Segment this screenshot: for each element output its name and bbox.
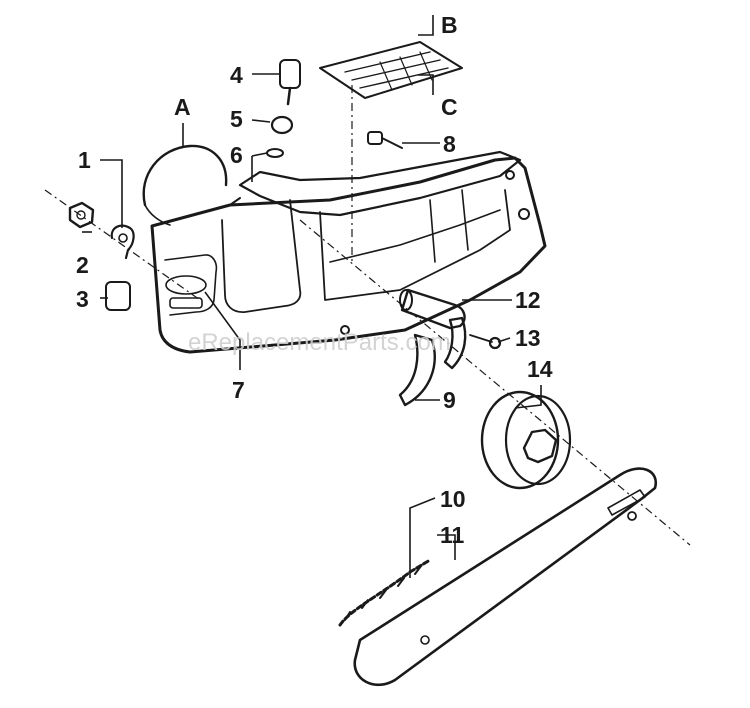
part-11-guide-bar <box>353 467 658 686</box>
part-10-chain <box>338 558 432 627</box>
label-6: 6 <box>230 142 243 168</box>
label-4: 4 <box>230 62 243 88</box>
label-10: 10 <box>440 486 466 512</box>
label-3: 3 <box>76 286 89 312</box>
part-1-bracket <box>110 224 135 260</box>
label-8: 8 <box>443 131 456 157</box>
part-12-pin <box>399 288 466 330</box>
part-14-sprocket <box>480 390 572 490</box>
label-b: B <box>441 12 458 38</box>
label-11: 11 <box>440 522 465 548</box>
label-a: A <box>174 94 191 120</box>
label-14: 14 <box>527 356 553 382</box>
part-b-c-plate <box>319 41 463 99</box>
part-6-washer <box>266 148 284 158</box>
label-9: 9 <box>443 387 456 413</box>
callout-labels: A B C 1 2 3 4 5 6 7 8 9 10 11 12 13 14 <box>76 12 553 548</box>
part-13-screw <box>469 334 502 350</box>
label-c: C <box>441 94 458 120</box>
label-1: 1 <box>78 147 91 173</box>
part-3-spring <box>105 281 131 311</box>
watermark: eReplacementParts.com <box>188 329 451 356</box>
part-8-screw <box>367 131 403 149</box>
label-12: 12 <box>515 287 541 313</box>
leader-lines <box>82 15 542 578</box>
chain-cover-housing <box>150 150 547 354</box>
part-4-knob <box>279 59 301 106</box>
label-13: 13 <box>515 325 541 351</box>
label-2: 2 <box>76 252 89 278</box>
axis-lines <box>44 85 691 546</box>
label-5: 5 <box>230 106 243 132</box>
part-2-nut <box>68 201 95 229</box>
part-a-disc <box>142 144 228 226</box>
part-9-claws <box>398 316 467 407</box>
label-7: 7 <box>232 377 245 403</box>
part-5-nut <box>270 115 294 135</box>
